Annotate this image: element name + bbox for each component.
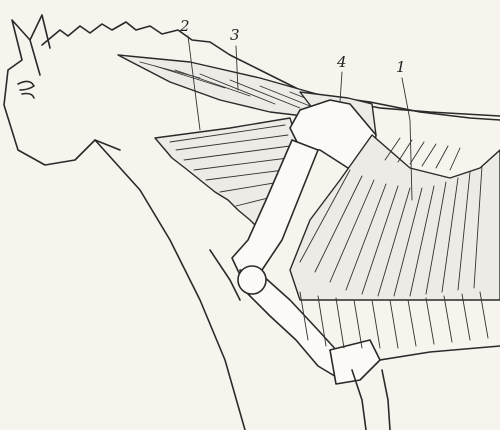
leg-line-2 <box>382 370 390 430</box>
elbow-joint <box>238 266 266 294</box>
label-1: 1 <box>396 60 406 75</box>
back-line <box>370 102 500 120</box>
label-2: 2 <box>180 19 190 34</box>
label-3: 3 <box>230 28 240 43</box>
nostril-mark <box>18 81 34 98</box>
muscle-1 <box>290 135 500 300</box>
ear <box>30 15 50 48</box>
head-outline <box>4 20 120 165</box>
label-4: 4 <box>337 55 347 70</box>
